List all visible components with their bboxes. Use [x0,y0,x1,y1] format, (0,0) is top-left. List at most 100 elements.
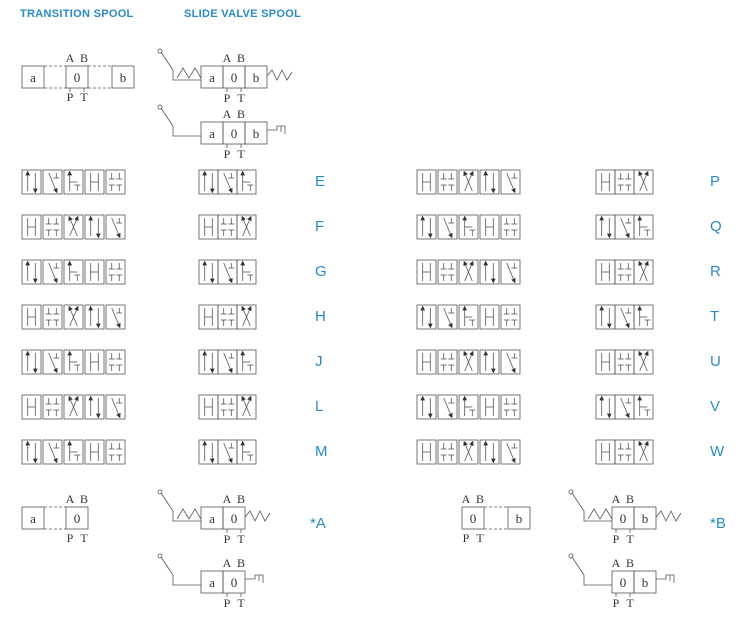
port-p-label: P [613,532,620,546]
slide-valve-right-4 [595,304,654,330]
position-b-label: b [516,511,523,526]
spool-label-t: T [710,308,720,325]
port-b-label: B [626,492,634,506]
port-a-label: A [223,556,232,570]
port-a-label: A [223,492,232,506]
port-a-label: A [66,492,75,506]
spool-label-m: M [315,443,328,460]
slide-valve-spool-header: SLIDE VALVE SPOOL [184,8,302,20]
position-a-label: a [30,511,36,526]
transition-valve-left-1 [21,169,126,195]
port-p-label: P [224,596,231,610]
port-a-label: A [462,492,471,506]
slide-valve-left-7 [198,439,257,465]
position-zero-label: 0 [74,70,81,85]
position-label: a [209,575,215,590]
slide-valve-right-1 [595,169,654,195]
port-a-label: A [612,492,621,506]
port-a-label: A [223,107,232,121]
transition-valve-right-2 [416,214,521,240]
spool-label-v: V [710,398,721,415]
position-label: 0 [231,511,238,526]
position-a-label: a [30,70,36,85]
port-a-label: A [66,51,75,65]
position-label: b [253,126,260,141]
port-p-label: P [67,90,74,104]
slide-valve-right-7 [595,439,654,465]
transition-valve-left-5 [21,349,126,375]
port-t-label: T [237,596,245,610]
spool-label-u: U [710,353,721,370]
port-t-label: T [80,531,88,545]
slide-valve-right-5 [595,349,654,375]
transition-valve-right-4 [416,304,521,330]
transition-valve-left-3 [21,259,126,285]
slide-valve-left-3 [198,259,257,285]
slide-valve-left-5 [198,349,257,375]
spool-label-w: W [710,443,725,460]
position-label: b [642,511,649,526]
position-zero-label: 0 [74,511,81,526]
position-label: 0 [231,70,238,85]
port-b-label: B [80,492,88,506]
position-label: a [209,511,215,526]
position-label: 0 [620,575,627,590]
slide-valve-right-2 [595,214,654,240]
transition-valve-right-3 [416,259,521,285]
spool-label-p: P [710,173,721,190]
port-b-label: B [80,51,88,65]
position-label: a [209,70,215,85]
position-b-label: b [120,70,127,85]
transition-valve-left-6 [21,394,126,420]
transition-valve-right-7 [416,439,521,465]
port-t-label: T [80,90,88,104]
port-t-label: T [626,596,634,610]
port-t-label: T [237,147,245,161]
transition-valve-left-2 [21,214,126,240]
spool-label-j: J [315,353,323,370]
position-label: 0 [231,126,238,141]
port-p-label: P [224,147,231,161]
spool-label-e: E [315,173,326,190]
transition-valve-left-7 [21,439,126,465]
spool-label-r: R [710,263,721,280]
port-a-label: A [612,556,621,570]
port-a-label: A [223,51,232,65]
position-label: 0 [620,511,627,526]
slide-valve-left-2 [198,214,257,240]
slide-valve-left-4 [198,304,257,330]
port-p-label: P [224,532,231,546]
spool-label-g: G [315,263,327,280]
transition-valve-right-5 [416,349,521,375]
position-zero-label: 0 [470,511,477,526]
slide-valve-left-1 [198,169,257,195]
port-t-label: T [626,532,634,546]
port-p-label: P [463,531,470,545]
port-b-label: B [476,492,484,506]
port-b-label: B [237,556,245,570]
position-label: 0 [231,575,238,590]
transition-spool-header: TRANSITION SPOOL [20,8,134,20]
transition-valve-left-4 [21,304,126,330]
spool-label-l: L [315,398,324,415]
spool-label-star-a: *A [310,515,326,532]
position-label: a [209,126,215,141]
port-b-label: B [237,107,245,121]
position-label: b [253,70,260,85]
spool-label-h: H [315,308,326,325]
slide-valve-right-6 [595,394,654,420]
slide-valve-right-3 [595,259,654,285]
port-t-label: T [476,531,484,545]
transition-valve-right-1 [416,169,521,195]
spool-label-f: F [315,218,325,235]
position-label: b [642,575,649,590]
slide-valve-left-6 [198,394,257,420]
